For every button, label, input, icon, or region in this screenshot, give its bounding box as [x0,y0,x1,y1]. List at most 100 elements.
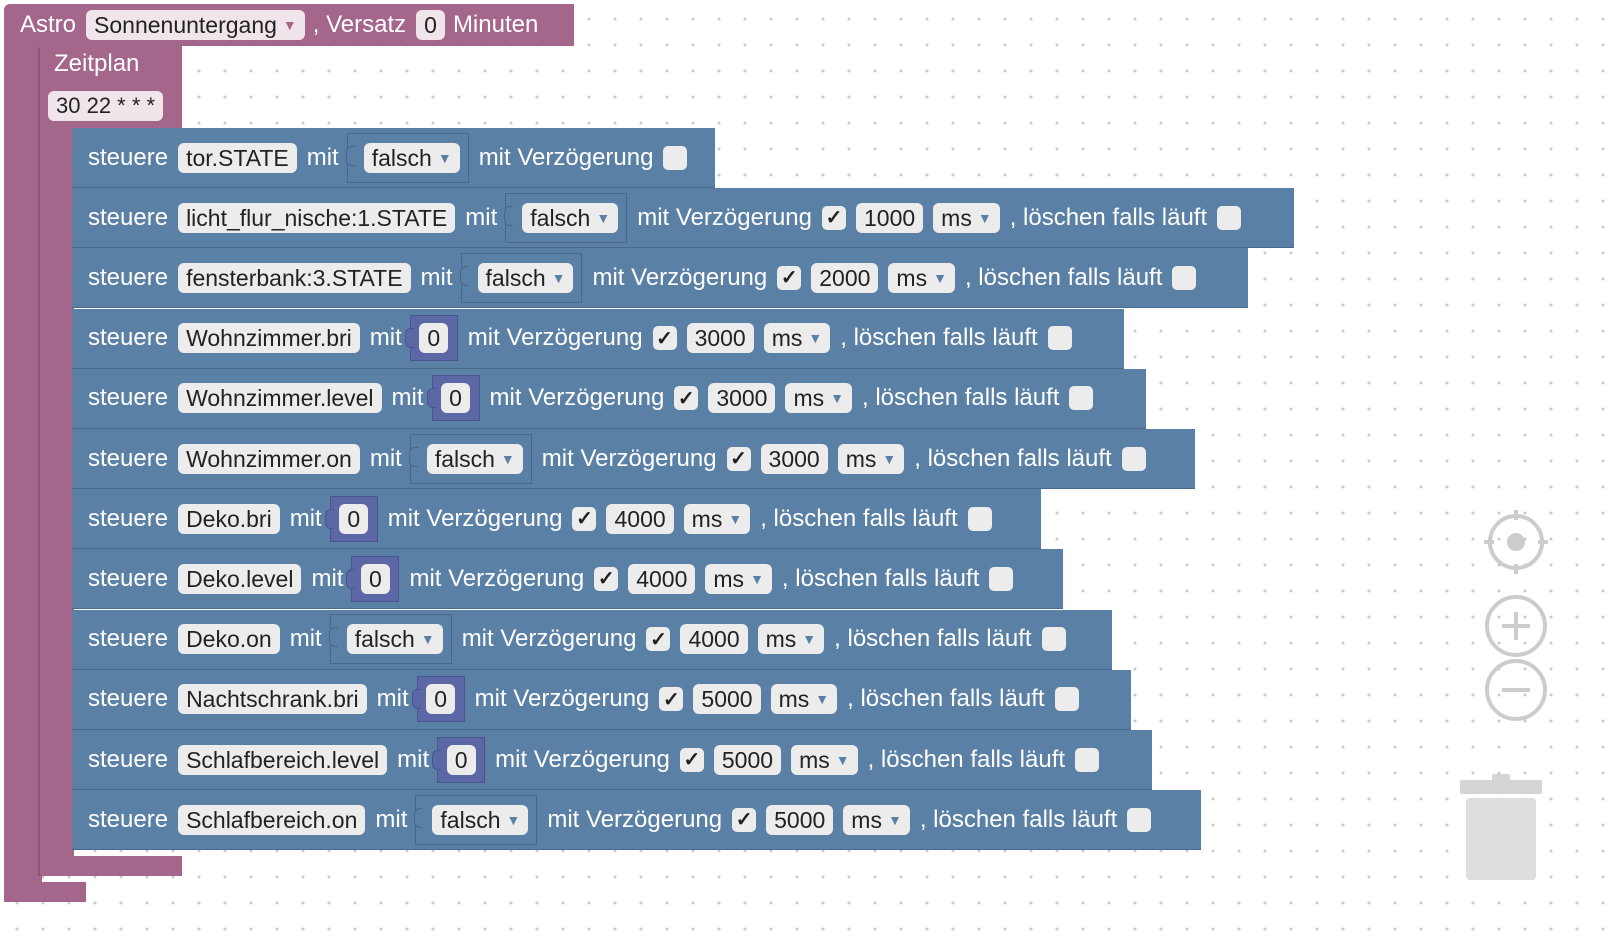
unit-dropdown[interactable]: ms▼ [843,804,910,835]
clear-running-checkbox[interactable] [967,506,992,531]
number-field[interactable]: 0 [441,383,470,414]
clear-running-checkbox[interactable] [1069,386,1094,411]
delay-value-field[interactable]: 3000 [708,383,776,414]
zoom-out-icon[interactable] [1484,658,1548,722]
recenter-icon[interactable] [1484,510,1548,574]
target-object-field[interactable]: fensterbank:3.STATE [178,262,411,293]
delay-checkbox[interactable] [663,145,688,170]
target-object-field[interactable]: Nachtschrank.bri [178,684,367,715]
unit-dropdown[interactable]: ms▼ [888,262,955,293]
delay-checkbox[interactable]: ✓ [594,566,619,591]
delay-checkbox[interactable]: ✓ [732,807,757,832]
value-dropdown[interactable]: falsch▼ [522,202,619,233]
unit-dropdown[interactable]: ms▼ [757,624,825,655]
target-object-field[interactable]: Deko.on [178,624,280,655]
delay-checkbox[interactable]: ✓ [659,687,684,712]
astro-offset-field[interactable]: 0 [416,10,445,40]
clear-running-checkbox[interactable] [989,566,1014,591]
value-dropdown[interactable]: falsch▼ [363,142,460,173]
value-socket[interactable]: falsch▼ [328,614,452,665]
delay-checkbox[interactable]: ✓ [572,506,597,531]
clear-running-checkbox[interactable] [1054,687,1079,712]
clear-running-checkbox[interactable] [1047,326,1072,351]
target-object-field[interactable]: tor.STATE [178,142,297,173]
zeitplan-block-body[interactable] [38,128,74,876]
unit-dropdown[interactable]: ms▼ [683,503,751,534]
clear-running-checkbox[interactable] [1217,205,1242,230]
clear-running-checkbox[interactable] [1172,265,1197,290]
delay-value-field[interactable]: 4000 [606,503,674,534]
target-object-field[interactable]: Schlafbereich.level [178,744,388,775]
delay-value-field[interactable]: 2000 [811,262,879,293]
delay-value-field[interactable]: 3000 [760,443,828,474]
number-field[interactable]: 0 [426,684,456,715]
zeitplan-block-header[interactable]: Zeitplan 30 22 * * * [38,46,182,130]
unit-dropdown[interactable]: ms▼ [791,744,858,775]
delay-checkbox[interactable]: ✓ [726,446,751,471]
delay-value-field[interactable]: 5000 [713,744,782,775]
unit-dropdown[interactable]: ms▼ [785,383,853,414]
value-socket[interactable]: falsch▼ [408,433,532,484]
number-field[interactable]: 0 [446,744,476,775]
delay-value-field[interactable]: 4000 [680,624,748,655]
delay-value-field[interactable]: 5000 [766,804,834,835]
unit-dropdown[interactable]: ms▼ [705,563,772,594]
unit-dropdown[interactable]: ms▼ [763,323,831,354]
number-field[interactable]: 0 [339,503,369,534]
astro-block-bottom[interactable] [4,882,86,902]
target-object-field[interactable]: licht_flur_nische:1.STATE [178,202,456,233]
value-dropdown[interactable]: falsch▼ [432,804,529,835]
target-object-field[interactable]: Deko.level [178,563,302,594]
delay-value-field[interactable]: 4000 [628,563,696,594]
unit-dropdown[interactable]: ms▼ [933,202,1000,233]
value-dropdown[interactable]: falsch▼ [426,443,523,474]
clear-running-checkbox[interactable] [1127,807,1152,832]
astro-block-header[interactable]: Astro Sonnenuntergang ▼ , Versatz 0 Minu… [4,4,574,46]
clear-running-checkbox[interactable] [1075,747,1100,772]
number-socket[interactable]: 0 [346,555,400,602]
number-socket[interactable]: 0 [324,495,378,542]
value-socket[interactable]: falsch▼ [504,192,628,243]
value-dropdown[interactable]: falsch▼ [477,262,574,293]
astro-event-dropdown[interactable]: Sonnenuntergang ▼ [86,10,305,40]
delay-value-field[interactable]: 5000 [693,684,761,715]
clear-running-checkbox[interactable] [1041,627,1066,652]
trash-icon[interactable] [1456,772,1546,884]
delay-checkbox[interactable]: ✓ [777,265,802,290]
delay-checkbox[interactable]: ✓ [679,747,704,772]
delay-value-field[interactable]: 1000 [855,202,924,233]
value-dropdown[interactable]: falsch▼ [346,624,443,655]
zoom-in-icon[interactable] [1484,594,1548,658]
number-field[interactable]: 0 [361,563,390,594]
target-object-field[interactable]: Wohnzimmer.on [178,443,360,474]
delay-checkbox[interactable]: ✓ [646,627,671,652]
value-socket[interactable]: falsch▼ [459,252,583,303]
number-socket[interactable]: 0 [404,315,458,362]
delay-checkbox[interactable]: ✓ [821,205,846,230]
zeitplan-cron-field[interactable]: 30 22 * * * [48,91,164,121]
unit-dropdown[interactable]: ms▼ [837,443,905,474]
zeitplan-block-bottom[interactable] [38,856,182,876]
unit-dropdown[interactable]: ms▼ [770,684,838,715]
delay-checkbox[interactable]: ✓ [652,326,677,351]
clear-running-checkbox[interactable] [1121,446,1146,471]
value-socket[interactable]: falsch▼ [345,132,469,183]
number-socket[interactable]: 0 [426,375,480,422]
target-object-field[interactable]: Deko.bri [178,503,280,534]
target-object-field[interactable]: Schlafbereich.on [178,804,366,835]
astro-block-body[interactable] [4,44,42,902]
delay-value-field[interactable]: 3000 [686,323,754,354]
number-socket[interactable]: 0 [432,736,486,783]
